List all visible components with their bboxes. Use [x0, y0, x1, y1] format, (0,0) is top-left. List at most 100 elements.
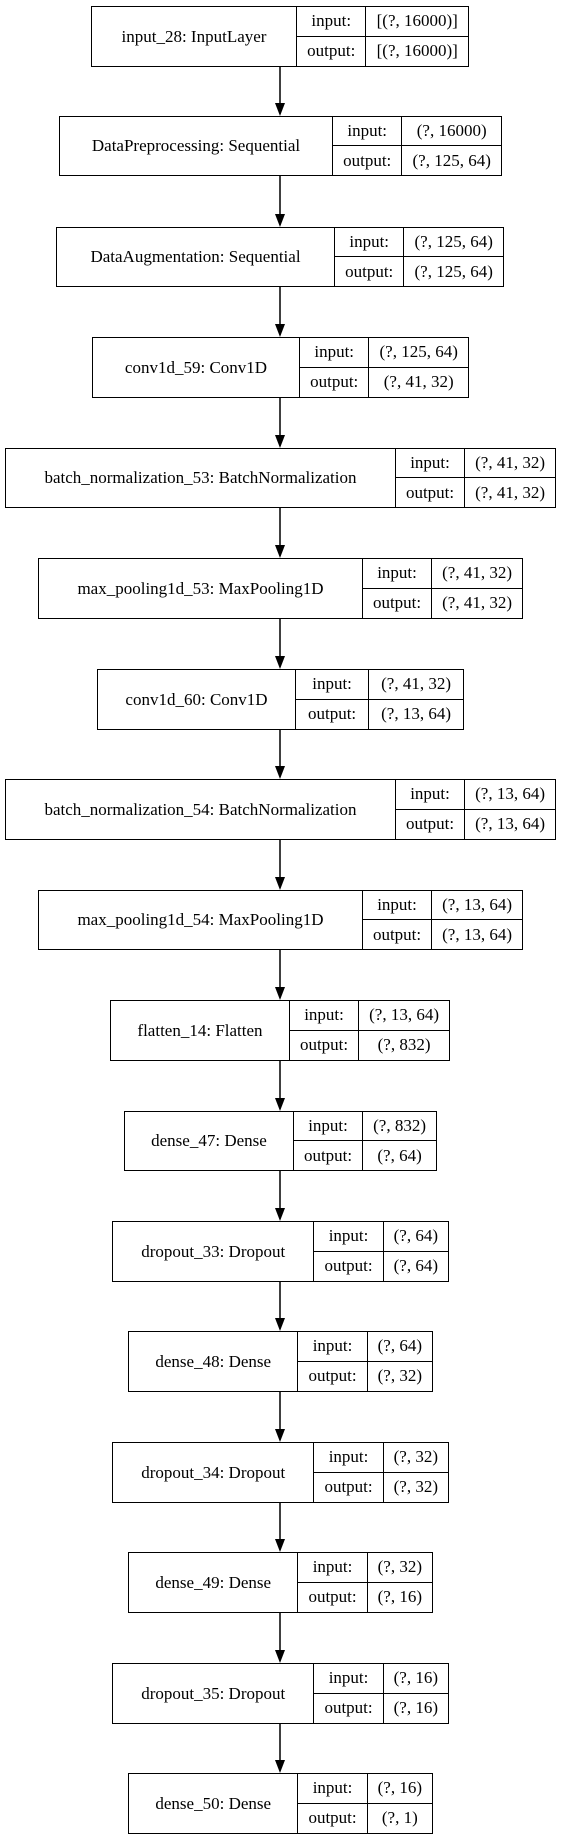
output-shape: (?, 1)	[381, 1808, 418, 1828]
input-label: input:	[298, 1774, 368, 1804]
input-label: input:	[289, 1001, 360, 1031]
arrowhead-icon	[275, 103, 285, 116]
input-label: input:	[297, 7, 367, 37]
output-shape: (?, 13, 64)	[475, 814, 545, 834]
layer-name: batch_normalization_54: BatchNormalizati…	[6, 780, 396, 839]
input-shape: (?, 64)	[383, 1222, 448, 1252]
output-label: output:	[314, 1693, 384, 1723]
output-label: output:	[335, 257, 405, 286]
output-label: output:	[396, 809, 466, 839]
input-label: input:	[314, 1443, 384, 1473]
output-label: output:	[314, 1472, 384, 1502]
layer-shape-table: input:(?, 41, 32)output:(?, 41, 32)	[395, 449, 555, 507]
arrowhead-icon	[275, 545, 285, 558]
output-label: output:	[290, 1030, 360, 1060]
input-label: input:	[296, 670, 370, 700]
input-shape: (?, 41, 32)	[432, 559, 522, 589]
layer-shape-table: input:(?, 832)output:(?, 64)	[293, 1112, 436, 1170]
input-shape: (?, 64)	[367, 1332, 432, 1362]
layer-name: dense_50: Dense	[129, 1774, 299, 1833]
layer-name: input_28: InputLayer	[92, 7, 297, 66]
layer-name: flatten_14: Flatten	[111, 1001, 290, 1060]
arrowhead-icon	[275, 1318, 285, 1331]
output-label: output:	[363, 588, 433, 618]
layer-name: batch_normalization_53: BatchNormalizati…	[6, 449, 396, 507]
input-shape: (?, 16)	[383, 1664, 448, 1694]
layer-name: dropout_33: Dropout	[113, 1222, 315, 1281]
output-label: output:	[294, 1141, 364, 1170]
input-shape: (?, 125, 64)	[369, 338, 468, 368]
input-shape: (?, 13, 64)	[432, 891, 522, 920]
input-shape: (?, 16000)	[402, 117, 501, 146]
layer-name: conv1d_60: Conv1D	[98, 670, 296, 729]
output-shape: (?, 64)	[393, 1256, 438, 1276]
output-shape: (?, 41, 32)	[475, 482, 545, 502]
layer-name: max_pooling1d_54: MaxPooling1D	[39, 891, 363, 949]
output-label: output:	[298, 1803, 368, 1833]
input-label: input:	[298, 1332, 368, 1362]
layer-shape-table: input:(?, 125, 64)output:(?, 41, 32)	[300, 338, 468, 397]
layer-node: batch_normalization_54: BatchNormalizati…	[5, 779, 556, 840]
output-shape: [(?, 16000)]	[376, 41, 458, 61]
layer-shape-table: input:(?, 13, 64)output:(?, 832)	[289, 1001, 449, 1060]
output-shape: (?, 13, 64)	[442, 924, 512, 944]
input-label: input:	[300, 338, 370, 368]
input-shape: [(?, 16000)]	[366, 7, 468, 37]
output-shape: (?, 16)	[393, 1698, 438, 1718]
input-label: input:	[314, 1222, 384, 1252]
output-label: output:	[396, 478, 466, 507]
layer-name: conv1d_59: Conv1D	[93, 338, 300, 397]
output-shape: (?, 832)	[377, 1035, 431, 1055]
layer-shape-table: input:(?, 41, 32)output:(?, 41, 32)	[362, 559, 522, 618]
output-shape: (?, 32)	[377, 1366, 422, 1386]
layer-name: dense_47: Dense	[125, 1112, 294, 1170]
output-shape: (?, 64)	[377, 1145, 422, 1165]
output-shape: (?, 125, 64)	[412, 150, 491, 170]
arrowhead-icon	[275, 656, 285, 669]
input-label: input:	[314, 1664, 384, 1694]
output-shape: (?, 16)	[377, 1587, 422, 1607]
layer-shape-table: input:(?, 32)output:(?, 16)	[298, 1553, 432, 1612]
layer-name: max_pooling1d_53: MaxPooling1D	[39, 559, 363, 618]
arrowhead-icon	[275, 1098, 285, 1111]
layer-shape-table: input:(?, 16000)output:(?, 125, 64)	[333, 117, 501, 175]
input-shape: (?, 41, 32)	[369, 670, 463, 700]
layer-node: batch_normalization_53: BatchNormalizati…	[5, 448, 556, 508]
output-label: output:	[333, 146, 403, 175]
input-shape: (?, 41, 32)	[465, 449, 555, 478]
output-shape: (?, 32)	[393, 1477, 438, 1497]
input-shape: (?, 32)	[367, 1553, 432, 1583]
layer-shape-table: input:(?, 125, 64)output:(?, 125, 64)	[335, 228, 503, 286]
layer-name: dense_49: Dense	[129, 1553, 299, 1612]
input-shape: (?, 32)	[383, 1443, 448, 1473]
output-label: output:	[363, 920, 433, 949]
arrowhead-icon	[275, 1208, 285, 1221]
layer-name: dropout_35: Dropout	[113, 1664, 315, 1723]
input-shape: (?, 125, 64)	[404, 228, 503, 257]
arrowhead-icon	[275, 1539, 285, 1552]
input-label: input:	[335, 228, 405, 257]
output-shape: (?, 13, 64)	[381, 704, 451, 724]
arrowhead-icon	[275, 1760, 285, 1773]
layer-name: dense_48: Dense	[129, 1332, 299, 1391]
output-label: output:	[298, 1582, 368, 1612]
layer-name: dropout_34: Dropout	[113, 1443, 315, 1502]
arrowhead-icon	[275, 1429, 285, 1442]
layer-name: DataAugmentation: Sequential	[57, 228, 335, 286]
arrowhead-icon	[275, 877, 285, 890]
